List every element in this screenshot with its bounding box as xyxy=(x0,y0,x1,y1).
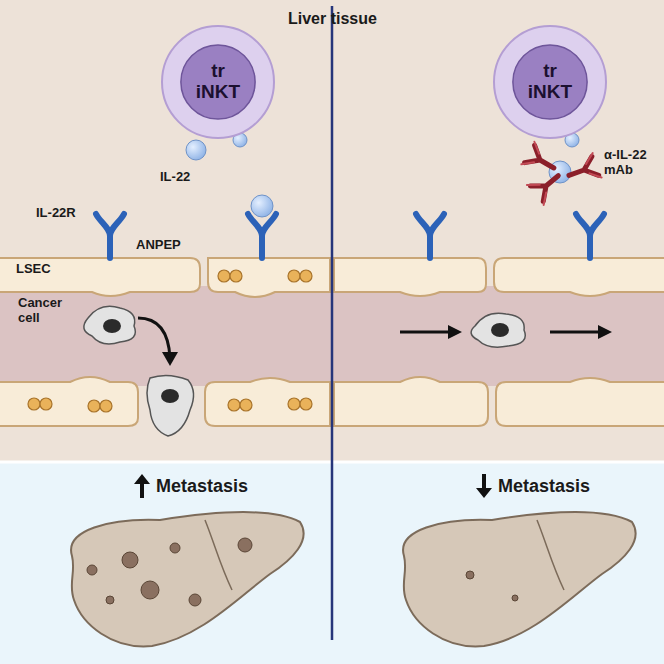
liver xyxy=(403,512,636,646)
cell-node: tr iNKT xyxy=(160,24,276,140)
label: ANPEP xyxy=(136,238,181,253)
label: IL-22 xyxy=(160,170,190,185)
label: Cancer cell xyxy=(18,296,70,326)
label: α-IL-22 mAb xyxy=(604,148,660,178)
cell-label: tr iNKT xyxy=(192,61,244,103)
title: Liver tissue xyxy=(288,10,377,28)
cell-node: tr iNKT xyxy=(492,24,608,140)
liver xyxy=(71,512,304,646)
cell-label: tr iNKT xyxy=(524,61,576,103)
label: LSEC xyxy=(16,262,51,277)
label: Metastasis xyxy=(498,476,590,497)
label: IL-22R xyxy=(36,206,76,221)
label: Metastasis xyxy=(156,476,248,497)
